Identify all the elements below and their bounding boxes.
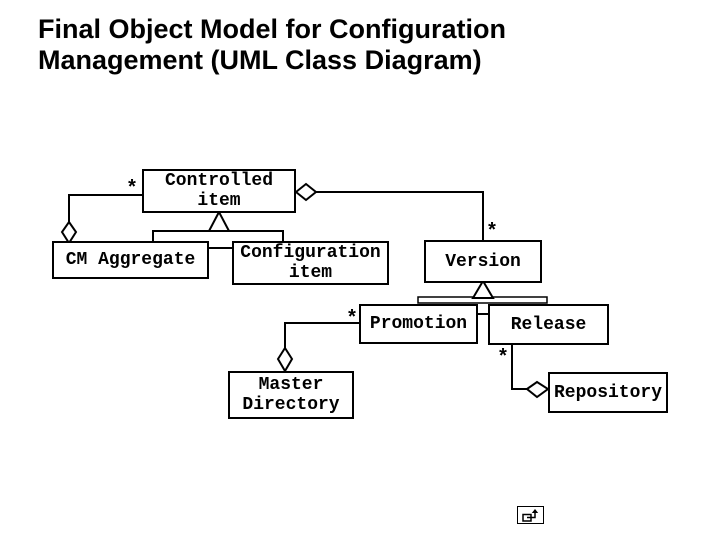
aggregation-diamond bbox=[276, 346, 294, 373]
class-box-cm-aggregate: CM Aggregate bbox=[52, 241, 209, 279]
class-label-repository: Repository bbox=[553, 382, 663, 403]
class-box-promotion: Promotion bbox=[359, 304, 478, 344]
return-arrow-icon bbox=[521, 508, 538, 522]
generalization-controlled-item bbox=[152, 209, 284, 249]
class-box-repository: Repository bbox=[548, 372, 668, 413]
aggregation-diamond bbox=[294, 182, 318, 202]
aggregation-repository-release bbox=[511, 345, 550, 399]
multiplicity-star-version: * bbox=[486, 221, 499, 244]
class-label-configuration-item: Configuration item bbox=[240, 243, 381, 283]
aggregation-diamond bbox=[60, 220, 78, 245]
class-label-version: Version bbox=[445, 251, 521, 272]
class-label-master-directory: Master Directory bbox=[242, 375, 340, 415]
generalization-triangle bbox=[471, 279, 495, 299]
aggregation-diamond bbox=[525, 380, 550, 399]
class-label-controlled-item: Controlled item bbox=[164, 171, 274, 211]
class-box-version: Version bbox=[424, 240, 542, 283]
class-label-release: Release bbox=[510, 314, 587, 335]
class-box-master-directory: Master Directory bbox=[228, 371, 354, 419]
class-box-controlled-item: Controlled item bbox=[142, 169, 296, 213]
slide-title: Final Object Model for Configuration Man… bbox=[38, 14, 506, 75]
multiplicity-star-controlled-item: * bbox=[126, 178, 139, 201]
generalization-triangle bbox=[207, 209, 231, 232]
class-box-configuration-item: Configuration item bbox=[232, 241, 389, 285]
aggregation-cm-aggregate-controlled-item bbox=[60, 194, 142, 245]
return-action-button[interactable] bbox=[517, 506, 544, 524]
class-box-release: Release bbox=[488, 304, 609, 345]
multiplicity-star-promotion: * bbox=[346, 308, 359, 331]
aggregation-controlled-item-version bbox=[294, 182, 484, 240]
multiplicity-star-release: * bbox=[497, 347, 510, 370]
generalization-version bbox=[417, 279, 548, 315]
class-label-cm-aggregate: CM Aggregate bbox=[65, 250, 196, 270]
class-label-promotion: Promotion bbox=[369, 314, 468, 334]
